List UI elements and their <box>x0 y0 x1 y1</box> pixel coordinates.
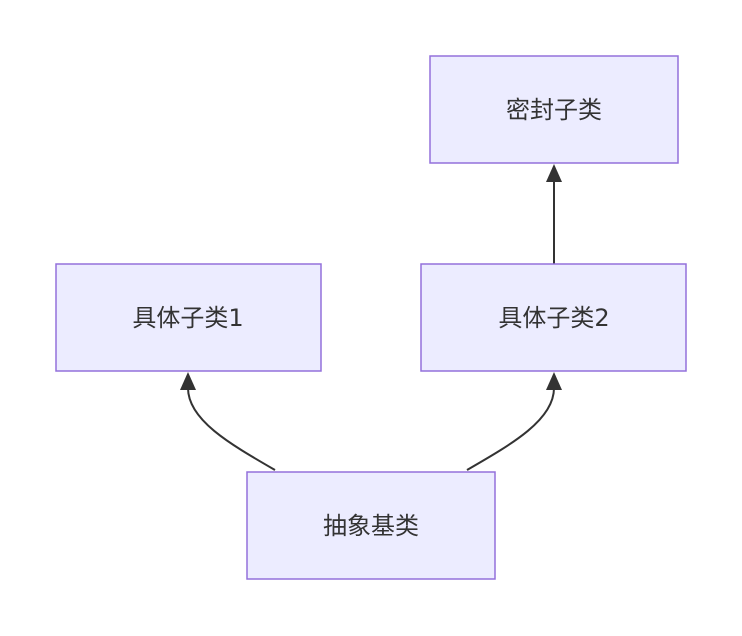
arrow-head-concrete1 <box>180 372 196 390</box>
node-sealed[interactable]: 密封子类 <box>429 55 679 164</box>
arrow-head-concrete2 <box>546 372 562 390</box>
edge-abstract-to-concrete1 <box>187 387 276 471</box>
node-abstract[interactable]: 抽象基类 <box>246 471 496 580</box>
node-abstract-box <box>246 471 496 580</box>
node-concrete2-label: 具体子类2 <box>498 304 609 332</box>
node-concrete1-box <box>55 263 322 372</box>
node-concrete2-box <box>420 263 687 372</box>
edges <box>180 164 562 471</box>
node-abstract-label: 抽象基类 <box>323 512 419 540</box>
node-concrete2[interactable]: 具体子类2 <box>420 263 687 372</box>
node-concrete1-label: 具体子类1 <box>132 304 243 332</box>
node-concrete1[interactable]: 具体子类1 <box>55 263 322 372</box>
node-sealed-label: 密封子类 <box>506 96 602 124</box>
edge-abstract-to-concrete2 <box>466 387 555 471</box>
arrow-head-sealed <box>546 164 562 182</box>
node-sealed-box <box>429 55 679 164</box>
